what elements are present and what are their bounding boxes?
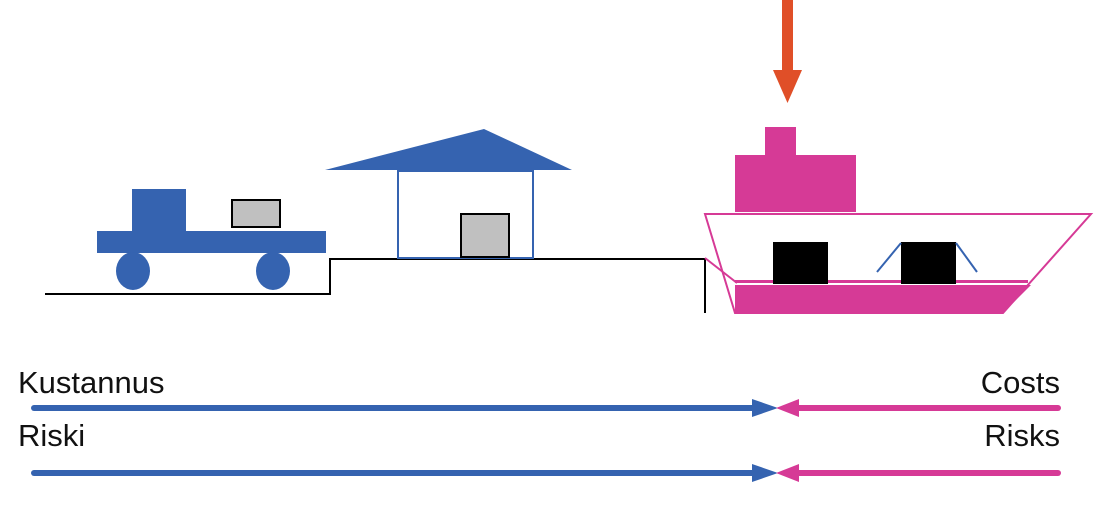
crane-sling-right xyxy=(955,242,978,273)
down-arrow-icon xyxy=(773,0,802,103)
warehouse-icon xyxy=(325,129,572,259)
buyer-risk-arrowhead xyxy=(776,464,799,482)
truck-icon xyxy=(97,189,326,290)
truck-wheel-rear xyxy=(256,252,290,290)
ship-container-1 xyxy=(773,242,828,284)
transfer-arrow-shaft xyxy=(782,0,793,72)
ship-bridge xyxy=(735,155,856,212)
risk-label-en: Risks xyxy=(984,418,1060,453)
ship-container-2 xyxy=(901,242,956,284)
truck-bed xyxy=(97,231,326,253)
truck-cab xyxy=(132,189,186,231)
seller-cost-arrowhead xyxy=(752,399,778,417)
buyer-cost-arrowhead xyxy=(776,399,799,417)
warehouse-cargo-box xyxy=(460,213,510,258)
truck-wheel-front xyxy=(116,252,150,290)
cost-label-en: Costs xyxy=(980,365,1060,400)
risk-arrows xyxy=(31,464,1061,482)
crane-sling-left xyxy=(876,242,902,273)
ship-funnel xyxy=(765,127,796,156)
cost-arrows xyxy=(31,399,1061,417)
ship-deck-line xyxy=(735,280,1028,283)
ship-hull-bottom xyxy=(735,285,1031,313)
ground-line xyxy=(45,258,706,313)
seller-risk-arrowhead xyxy=(752,464,778,482)
truck-cargo-box xyxy=(231,199,281,228)
ship-icon xyxy=(703,127,1094,314)
cost-label-fi: Kustannus xyxy=(18,365,165,400)
risk-label-fi: Riski xyxy=(18,418,86,453)
warehouse-roof xyxy=(325,129,572,170)
transfer-arrow-head xyxy=(773,70,802,103)
ship-mooring-line xyxy=(704,257,738,284)
